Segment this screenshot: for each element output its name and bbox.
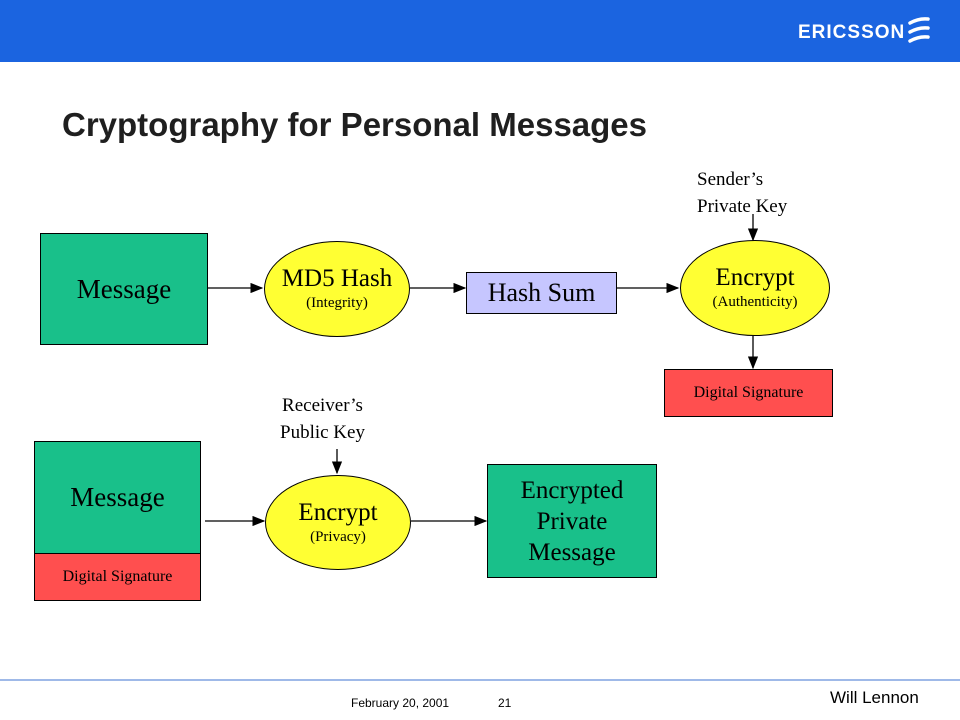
md5-hash-node: MD5 Hash (Integrity)	[264, 241, 410, 337]
encrypt-privacy-label: Encrypt	[298, 498, 378, 526]
hash-sum-label: Hash Sum	[487, 278, 596, 307]
message-box-2: Message	[34, 441, 201, 554]
message-box: Message	[40, 233, 208, 345]
message-label: Message	[76, 273, 172, 304]
message-label-2: Message	[70, 482, 165, 512]
md5-hash-sublabel: (Integrity)	[306, 295, 368, 311]
encrypt-authenticity-node: Encrypt (Authenticity)	[680, 240, 830, 336]
digital-signature-box: Digital Signature	[664, 369, 833, 417]
encrypt-label: Encrypt	[715, 264, 795, 291]
encrypt-sublabel: (Authenticity)	[712, 294, 798, 310]
footer-divider	[0, 679, 960, 681]
encrypt-privacy-node: Encrypt (Privacy)	[265, 475, 411, 570]
encrypted-message-line2: Private	[536, 507, 608, 535]
md5-hash-label: MD5 Hash	[281, 265, 393, 292]
encrypt-privacy-sublabel: (Privacy)	[310, 528, 366, 545]
receiver-key-label: Receiver’s Public Key	[280, 395, 365, 443]
encrypted-message-box: Encrypted Private Message	[487, 464, 657, 578]
header-bar: ERICSSON	[0, 0, 960, 62]
digital-signature-label: Digital Signature	[693, 384, 804, 401]
hash-sum-box: Hash Sum	[466, 272, 617, 314]
sender-key-label: Sender’s Private Key	[697, 169, 788, 217]
encrypted-message-line3: Message	[528, 538, 616, 566]
digital-signature-label-2: Digital Signature	[62, 568, 173, 585]
digital-signature-box-2: Digital Signature	[34, 553, 201, 601]
page-title: Cryptography for Personal Messages	[62, 106, 648, 143]
footer-date: February 20, 2001	[351, 696, 450, 710]
footer-page-number: 21	[498, 696, 512, 710]
brand-name: ERICSSON	[798, 22, 906, 43]
footer-author: Will Lennon	[830, 688, 919, 707]
encrypted-message-line1: Encrypted	[520, 476, 624, 504]
ericsson-stripes-icon	[908, 17, 930, 43]
